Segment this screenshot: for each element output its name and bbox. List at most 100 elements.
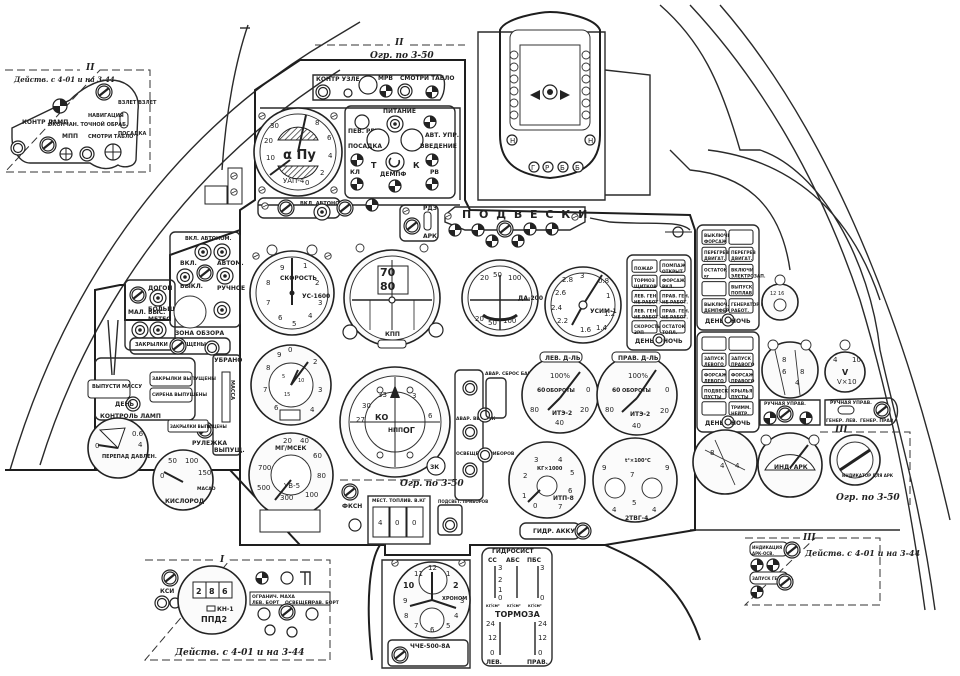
svg-text:МГ/МСЕК: МГ/МСЕК <box>275 445 306 452</box>
svg-text:0: 0 <box>395 519 399 527</box>
station-selector[interactable] <box>495 219 515 239</box>
warning-light-label: ПЕРЕГРЕВ <box>704 250 729 256</box>
toggle[interactable] <box>477 407 493 423</box>
svg-text:30: 30 <box>270 122 279 130</box>
svg-text:СС: СС <box>488 557 497 564</box>
lighting-switch[interactable] <box>462 462 478 478</box>
auto-switch[interactable] <box>194 243 212 261</box>
svg-text:8: 8 <box>209 587 215 596</box>
ark-knob[interactable] <box>782 540 802 560</box>
svg-text:2: 2 <box>453 581 459 590</box>
warning-light-label: ПУСТЫ <box>731 395 749 401</box>
on-off-switch[interactable] <box>176 268 194 286</box>
svg-text:6: 6 <box>327 134 332 142</box>
selector-knob[interactable] <box>335 198 355 218</box>
backlight-switch[interactable] <box>442 517 458 533</box>
svg-text:УСИМ-1: УСИМ-1 <box>590 308 617 315</box>
mode-toggle[interactable] <box>119 111 129 129</box>
svg-text:7: 7 <box>266 299 270 307</box>
warning-light-label: ЛЕВОГО <box>704 378 724 384</box>
warning-light-label: ДВИГАТ. <box>704 256 726 262</box>
gauge-da-200: 20 50 100 20 50 100 ДА-200 <box>461 259 543 337</box>
gauge-oxygen: 0 50 100 150 КИСЛОРОД МАСАО <box>152 449 216 511</box>
svg-text:ДЕМПФ: ДЕМПФ <box>380 171 406 178</box>
warning-light <box>701 368 727 384</box>
generator-knob[interactable] <box>872 400 892 420</box>
rdz-knob[interactable] <box>402 216 422 236</box>
toggle[interactable] <box>477 447 493 463</box>
svg-text:10: 10 <box>403 581 415 590</box>
zone-switch[interactable] <box>213 301 231 319</box>
svg-text:7: 7 <box>263 386 267 394</box>
mode-selector[interactable] <box>276 198 296 218</box>
auto-switch-2[interactable] <box>213 243 231 261</box>
main-panel-outline <box>239 59 696 556</box>
night-label: НОЧЬ <box>731 420 751 427</box>
svg-text:5: 5 <box>282 374 285 380</box>
svg-text:10: 10 <box>852 356 861 364</box>
inset-II-left: II Действ. с 4-01 и на 3-44 КОНТР ЛАМП О… <box>3 63 157 173</box>
svg-text:ОГРАНИЧ. МАХА: ОГРАНИЧ. МАХА <box>252 594 295 600</box>
power-toggle[interactable] <box>386 115 404 133</box>
accumulator-knob[interactable] <box>573 521 593 541</box>
svg-text:кг/см²: кг/см² <box>507 603 521 608</box>
scan-zone-dial[interactable] <box>173 295 207 329</box>
warning-light <box>701 401 727 416</box>
svg-text:4: 4 <box>308 312 313 320</box>
svg-text:2: 2 <box>313 358 317 366</box>
warning-light <box>701 298 727 314</box>
ksi-button[interactable] <box>154 595 170 611</box>
svg-text:АБС: АБС <box>506 557 520 564</box>
toggle-switch[interactable] <box>313 203 331 221</box>
low-alt-switch[interactable] <box>131 321 149 339</box>
chase-switch[interactable] <box>149 289 167 307</box>
rdz-ark-toggle[interactable] <box>423 211 432 231</box>
flap-knob[interactable] <box>168 336 188 356</box>
fksn-knob[interactable] <box>340 482 360 502</box>
generator-toggle[interactable] <box>837 405 855 415</box>
svg-text:30: 30 <box>362 402 371 410</box>
manual-control-knob[interactable] <box>775 404 795 424</box>
svg-text:80: 80 <box>530 406 539 414</box>
jettison-button[interactable] <box>462 380 478 396</box>
svg-text:ТОРМОЗА: ТОРМОЗА <box>495 610 541 619</box>
clock-knob[interactable] <box>390 645 410 665</box>
svg-text:15: 15 <box>284 392 290 398</box>
gauge-fuel-quantity-right: 86 84 <box>761 339 819 399</box>
svg-text:0: 0 <box>540 594 544 602</box>
auto-manual-switch[interactable] <box>216 267 234 285</box>
svg-text:ПЕРЕПАД ДАВЛЕН.: ПЕРЕПАД ДАВЛЕН. <box>102 454 157 460</box>
label-see-panel: СМОТРИ ТАБЛО <box>400 75 454 82</box>
fuel-selector[interactable] <box>367 495 431 545</box>
mode-knob[interactable] <box>195 263 215 283</box>
release-mass-button[interactable] <box>87 379 131 399</box>
svg-text:80: 80 <box>317 472 326 480</box>
warning-light-label: ОСТАТОК <box>662 324 686 330</box>
control-knob[interactable] <box>38 135 58 155</box>
generator-start-knob[interactable] <box>775 572 795 592</box>
svg-text:ОСВЕЩЕН: ОСВЕЩЕН <box>285 600 312 606</box>
svg-text:8: 8 <box>710 449 714 457</box>
svg-text:60: 60 <box>313 452 322 460</box>
ksi-knob[interactable] <box>160 568 180 588</box>
svg-text:6: 6 <box>274 404 279 412</box>
warning-light-label: ВЫКЛЮЧ. <box>704 302 729 308</box>
svg-text:6: 6 <box>568 487 573 495</box>
range-knob[interactable] <box>128 285 148 305</box>
panel-lamp-icon <box>425 85 439 99</box>
lighting-knob[interactable] <box>277 602 297 622</box>
test-button[interactable] <box>315 84 331 100</box>
svg-text:ГЕНЕР. ПРАВ.: ГЕНЕР. ПРАВ. <box>860 418 895 424</box>
svg-text:12: 12 <box>538 634 547 642</box>
meteo-switch[interactable] <box>149 321 167 339</box>
emergency-release-button[interactable] <box>462 424 478 440</box>
svg-text:4: 4 <box>454 612 459 620</box>
brightness-knob[interactable] <box>94 82 114 102</box>
svg-text:6: 6 <box>782 368 787 376</box>
svg-text:ПБС: ПБС <box>527 557 542 564</box>
day-label: ДЕНЬ <box>705 318 724 325</box>
warning-light-label: ГЕНЕРАТОР НЕ <box>731 302 768 308</box>
warning-light-label: ТОПЛ. <box>662 330 678 336</box>
flap-button[interactable] <box>204 340 220 356</box>
lamp-test-button[interactable] <box>10 140 26 156</box>
